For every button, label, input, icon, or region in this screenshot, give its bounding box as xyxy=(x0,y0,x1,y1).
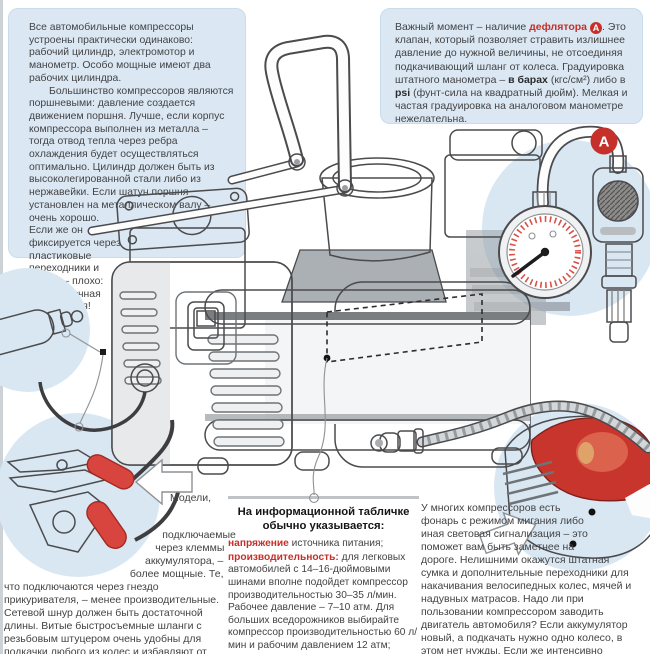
deflator-text-3: (кгс/см²) либо в xyxy=(547,73,626,86)
vent-slots xyxy=(119,291,285,447)
svg-text:A: A xyxy=(599,134,610,151)
deflator-text-2: . Это клапан, который позволяет стравить… xyxy=(395,21,626,86)
deflator-text-1: Важный момент – наличие xyxy=(395,21,530,33)
gauge-hose xyxy=(536,125,625,209)
motor-end-box xyxy=(111,261,293,466)
callout-circle-gauge xyxy=(482,140,650,316)
panel-top-left: Все автомобильные компрессоры устроены п… xyxy=(8,8,246,312)
compressor-shadow xyxy=(466,230,570,325)
spec-item-capacity: производительность: для легковых автомоб… xyxy=(228,551,418,651)
hose-connector-icon xyxy=(370,428,424,454)
marker-a-inline-badge: A xyxy=(589,22,602,34)
spec-title: На информационной табличке обычно указыв… xyxy=(237,506,410,532)
intro-paragraph-2-narrow: Если же он фиксируется через пластиковые… xyxy=(29,225,121,313)
label-plate-dashed xyxy=(323,293,483,363)
leader-line-spec xyxy=(309,357,328,503)
deflator-keyword: дефлятора xyxy=(529,21,588,33)
marker-a-badge: A xyxy=(590,127,618,155)
spec-item-voltage: напряжение источника питания; xyxy=(228,538,384,550)
panel-top-right: Важный момент – наличие дефлятора A. Это… xyxy=(380,8,643,126)
note-lamp: У многих компрессоров есть фонарь с режи… xyxy=(421,502,648,654)
intro-paragraph-1: Все автомобильные компрессоры устроены п… xyxy=(29,22,211,84)
power-cord xyxy=(38,381,147,432)
psi-keyword: psi xyxy=(395,87,411,100)
intake-funnel xyxy=(281,157,447,303)
leader-lines-plug xyxy=(61,328,106,432)
bars-keyword: в барах xyxy=(508,73,548,86)
note-models: Модели, подключаемые через клеммы аккуму… xyxy=(4,492,236,654)
note-models-text: Модели, подключаемые через клеммы аккуму… xyxy=(4,492,236,654)
cylinder-head-right xyxy=(444,129,543,238)
scan-edge-line xyxy=(0,0,3,654)
deflator-icon xyxy=(592,155,644,343)
pressure-gauge-icon xyxy=(498,191,592,299)
power-switch xyxy=(175,291,237,365)
air-hose xyxy=(370,400,650,454)
compressor-body xyxy=(204,281,531,468)
intro-paragraph-2: Большинство компрессоров являются поршне… xyxy=(29,85,234,224)
deflator-text-4: (фунт-сила на квадратный дюйм). Мелкая и… xyxy=(395,87,628,126)
spec-panel: На информационной табличке обычно указыв… xyxy=(228,496,419,654)
cord-outlet xyxy=(130,363,160,393)
rubber-feet xyxy=(197,447,523,475)
